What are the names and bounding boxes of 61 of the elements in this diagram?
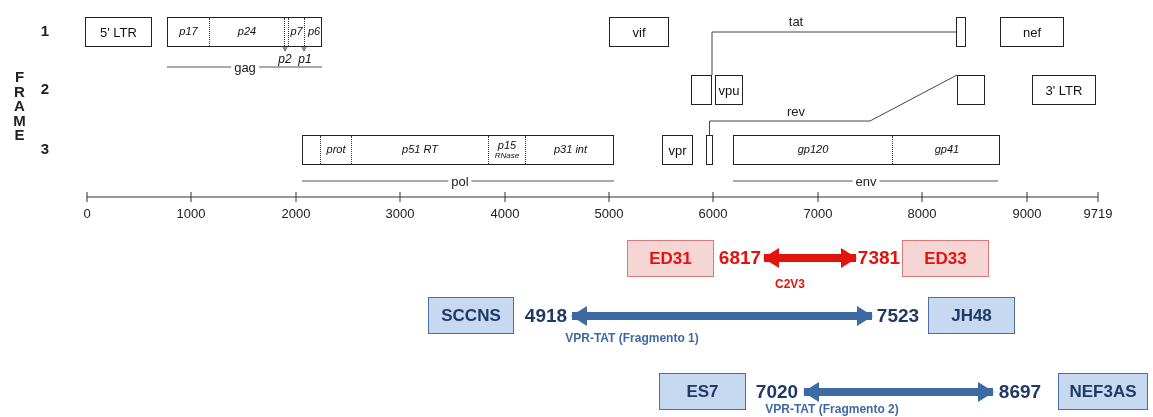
edge-label: VPR-TAT (Fragmento 1) [563, 331, 701, 345]
exon-box [691, 75, 712, 105]
gene-box [302, 135, 614, 165]
gene-box [733, 135, 1000, 165]
primer-box: ED31 [627, 240, 714, 277]
protein-label: gp41 [934, 144, 960, 156]
double-arrow [763, 248, 857, 268]
primer-box: ES7 [659, 373, 746, 410]
primer-box: JH48 [928, 297, 1015, 334]
gene-box: vif [609, 17, 669, 47]
position-number: 7381 [856, 245, 902, 271]
splice-line [709, 74, 958, 136]
edge-label: C2V3 [773, 277, 807, 291]
protein-label: p31 int [554, 144, 587, 156]
protein-label: p7 [290, 26, 303, 38]
tick-label: 8000 [906, 205, 938, 221]
position-number: 4918 [520, 303, 572, 329]
position-number: 7020 [750, 379, 804, 405]
primer-box: ED33 [902, 240, 989, 277]
axis-title: FRAME [12, 70, 27, 143]
gene-box: 3' LTR [1032, 75, 1096, 105]
primer-box: NEF3AS [1058, 373, 1148, 410]
position-number: 6817 [716, 245, 764, 271]
double-arrow [803, 382, 994, 402]
protein-label: p51 RT [402, 144, 438, 156]
tick-label: 3000 [384, 205, 416, 221]
gene-box: vpu [715, 75, 743, 105]
cleavage-label: p2 [276, 51, 294, 67]
exon-box [706, 135, 713, 165]
tick-label: 4000 [489, 205, 521, 221]
cleavage-label: p1 [296, 51, 314, 67]
exon-box [956, 17, 966, 47]
protein-label: RNase [494, 151, 520, 160]
protein-label: gp120 [797, 144, 829, 156]
gene-box: nef [1000, 17, 1064, 47]
tick-label: 6000 [697, 205, 729, 221]
edge-label: VPR-TAT (Fragmento 2) [763, 402, 901, 416]
protein-label: p17 [179, 26, 198, 38]
protein-label: p24 [237, 26, 257, 38]
frame-number: 1 [39, 21, 51, 39]
tick-label: 9000 [1011, 205, 1043, 221]
frame-number: 3 [39, 139, 51, 157]
splice-line [711, 31, 957, 76]
gene-box: 5' LTR [85, 17, 152, 47]
double-arrow [571, 306, 873, 326]
primer-box: SCCNS [428, 297, 514, 334]
exon-box [957, 75, 985, 105]
protein-label: p6 [307, 26, 321, 38]
tick-label: 7000 [802, 205, 834, 221]
tick-label: 1000 [175, 205, 207, 221]
tick-label: 2000 [280, 205, 312, 221]
tick-label: 5000 [593, 205, 625, 221]
position-number: 7523 [872, 303, 924, 329]
frame-number: 2 [39, 79, 51, 97]
protein-label: prot [326, 144, 346, 156]
gene-box [167, 17, 322, 47]
protein-label: p15 [497, 140, 517, 152]
tick-label: 9719 [1082, 205, 1114, 221]
gene-box: vpr [662, 135, 693, 165]
tick-label: 0 [82, 205, 92, 221]
position-number: 8697 [993, 379, 1047, 405]
